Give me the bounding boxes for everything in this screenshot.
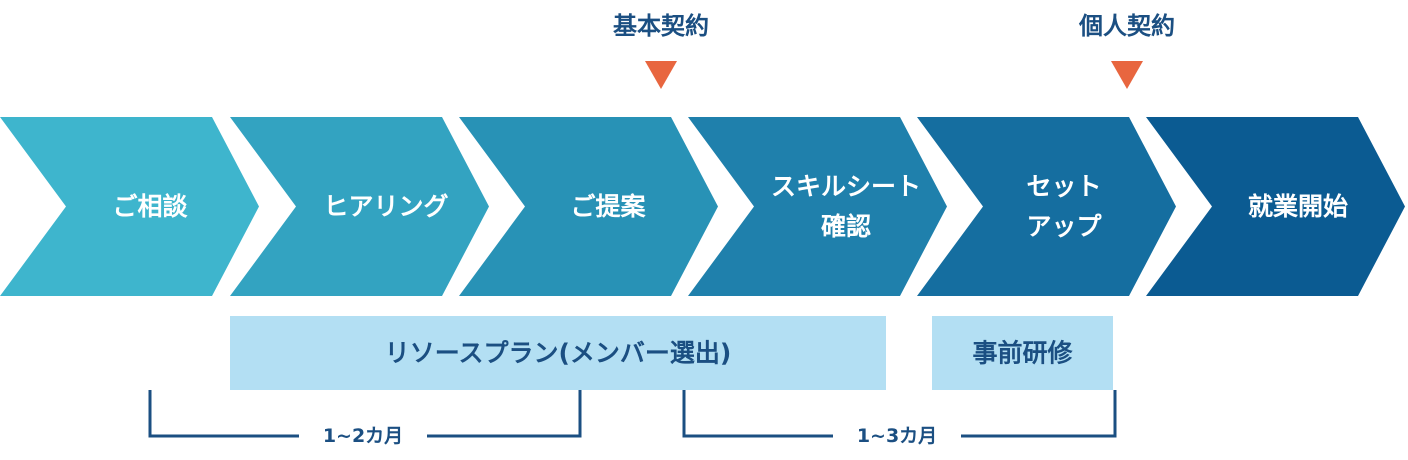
step-label: アップ (1026, 212, 1102, 241)
step-chevron (917, 117, 1176, 296)
bracket-line-left (148, 390, 299, 438)
band-box (932, 316, 1113, 390)
phase-band: リソースプラン(メンバー選出) (230, 316, 886, 390)
band-label: リソースプラン(メンバー選出) (385, 339, 732, 368)
duration-bracket: 1~3カ月 (682, 390, 1117, 447)
step-chevron (230, 117, 489, 296)
process-step: ご相談 (0, 117, 259, 296)
step-label: スキルシート (771, 172, 921, 201)
step-label: ご相談 (112, 192, 188, 221)
milestone-marker-icon (645, 61, 677, 89)
step-label: ご提案 (570, 192, 646, 221)
milestone: 基本契約 (613, 12, 709, 89)
bracket-line-left (682, 390, 833, 438)
step-label: セット (1026, 172, 1101, 201)
milestone-marker-icon (1111, 61, 1143, 89)
step-chevron (1146, 117, 1405, 296)
phase-bands: リソースプラン(メンバー選出) 事前研修 (230, 316, 1113, 390)
duration-brackets: 1~2カ月 1~3カ月 (148, 390, 1117, 447)
process-step: ヒアリング (230, 117, 489, 296)
process-step: 就業開始 (1146, 117, 1405, 296)
step-chevron (459, 117, 718, 296)
bracket-line-right (961, 390, 1117, 438)
bracket-line-right (427, 390, 582, 438)
step-label: 確認 (821, 212, 871, 241)
milestones: 基本契約 個人契約 (613, 12, 1175, 89)
milestone: 個人契約 (1078, 12, 1175, 89)
step-label: ヒアリング (323, 192, 448, 221)
duration-label: 1~2カ月 (323, 425, 403, 447)
band-label: 事前研修 (972, 339, 1073, 368)
milestone-label: 基本契約 (613, 12, 709, 40)
process-step: ご提案 (459, 117, 718, 296)
step-label: 就業開始 (1248, 192, 1348, 221)
process-steps: ご相談ヒアリングご提案スキルシート確認セットアップ就業開始 (0, 117, 1405, 296)
duration-bracket: 1~2カ月 (148, 390, 582, 447)
milestone-label: 個人契約 (1078, 12, 1175, 40)
phase-band: 事前研修 (932, 316, 1113, 390)
duration-label: 1~3カ月 (857, 425, 937, 447)
step-chevron (0, 117, 259, 296)
step-chevron (688, 117, 947, 296)
band-box (230, 316, 886, 390)
